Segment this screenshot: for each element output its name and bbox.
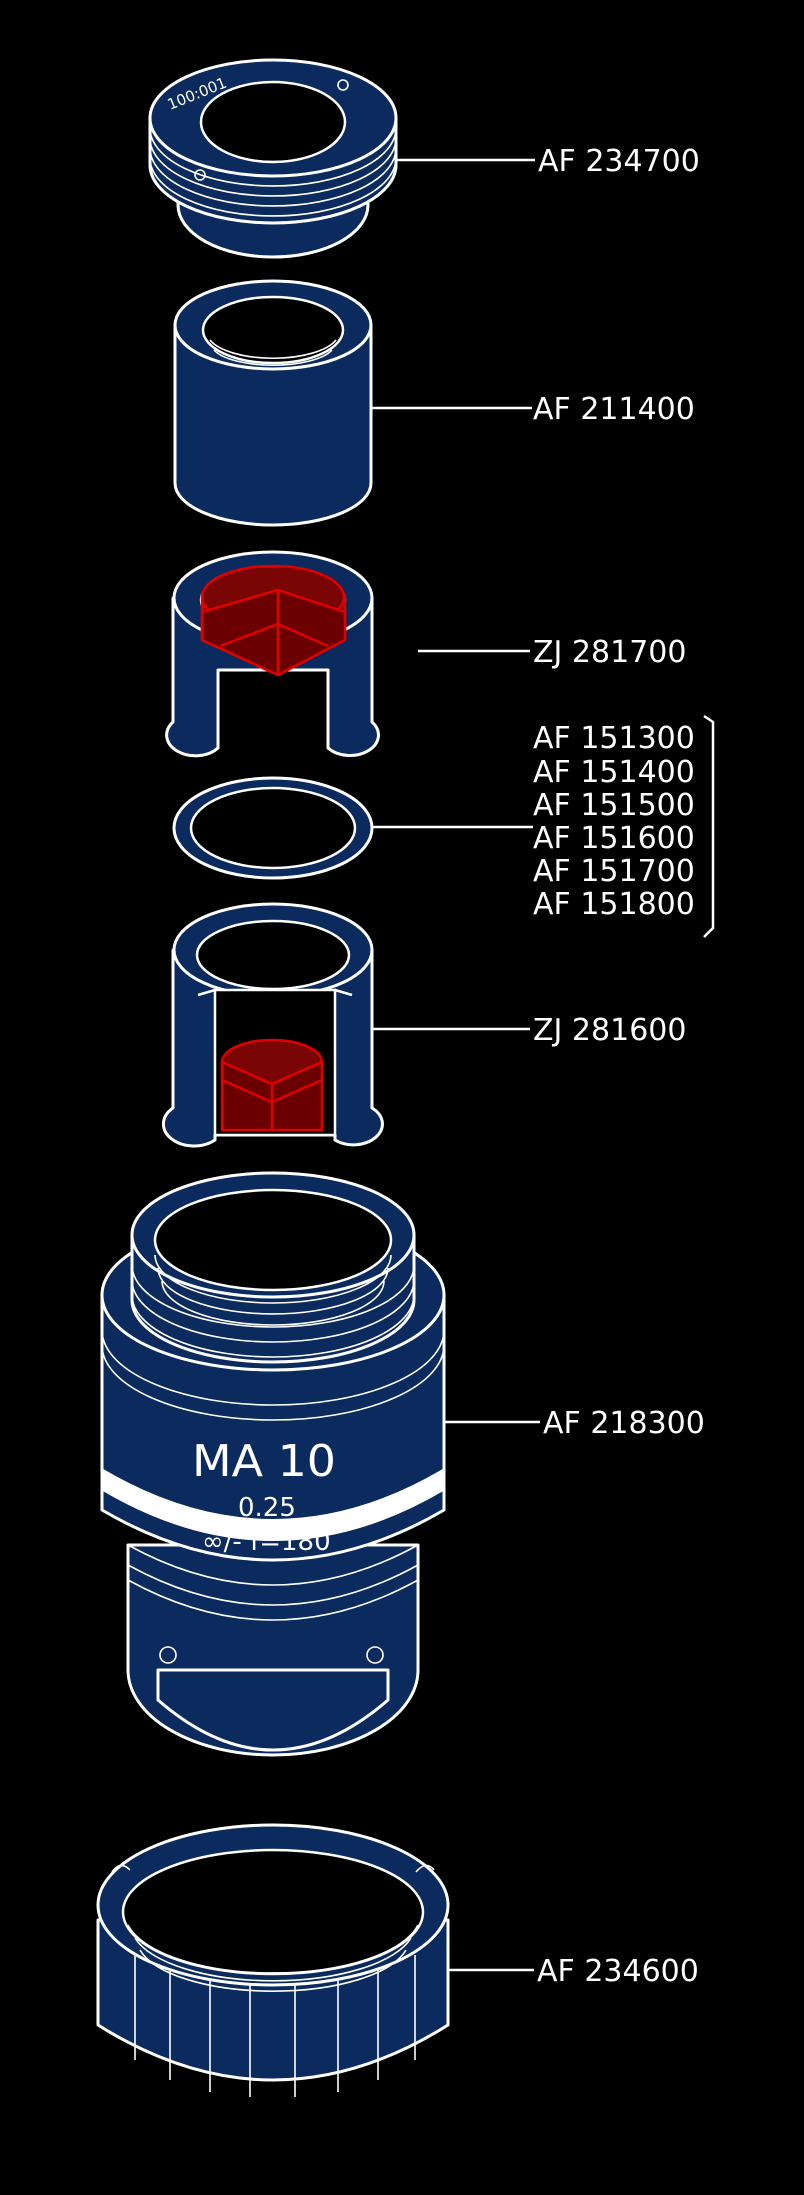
part-label-zj281600: ZJ 281600	[533, 1013, 686, 1048]
spacer-code: AF 151600	[533, 821, 695, 856]
spacer-code: AF 151500	[533, 788, 695, 823]
part-af211400-cylinder	[173, 279, 373, 527]
part-label-af234600: AF 234600	[537, 1954, 699, 1989]
objective-spec-text: ∞/- f=180	[202, 1527, 331, 1557]
objective-na-text: 0.25	[238, 1493, 296, 1523]
part-zj281600-holder	[161, 902, 384, 1148]
part-label-zj281700: ZJ 281700	[533, 635, 686, 670]
part-label-af211400: AF 211400	[533, 392, 695, 427]
part-label-af234700: AF 234700	[538, 144, 700, 179]
part-zj281700-holder	[165, 550, 380, 758]
spacer-code: AF 151800	[533, 887, 695, 922]
spacer-code: AF 151300	[533, 721, 695, 756]
part-label-af218300: AF 218300	[543, 1406, 705, 1441]
part-spacer-ring	[172, 776, 374, 880]
objective-model-text: MA 10	[192, 1436, 336, 1487]
part-af234700-top-ring: 100:001	[148, 58, 398, 259]
spacer-code-list: AF 151300 AF 151400 AF 151500 AF 151600 …	[533, 721, 695, 922]
group-bracket	[703, 714, 715, 938]
part-af234600-knurled-ring	[96, 1823, 450, 2097]
spacer-code: AF 151700	[533, 854, 695, 889]
part-af218300-objective: MA 10 0.25 ∞/- f=180	[100, 1171, 446, 1757]
spacer-code: AF 151400	[533, 755, 695, 790]
